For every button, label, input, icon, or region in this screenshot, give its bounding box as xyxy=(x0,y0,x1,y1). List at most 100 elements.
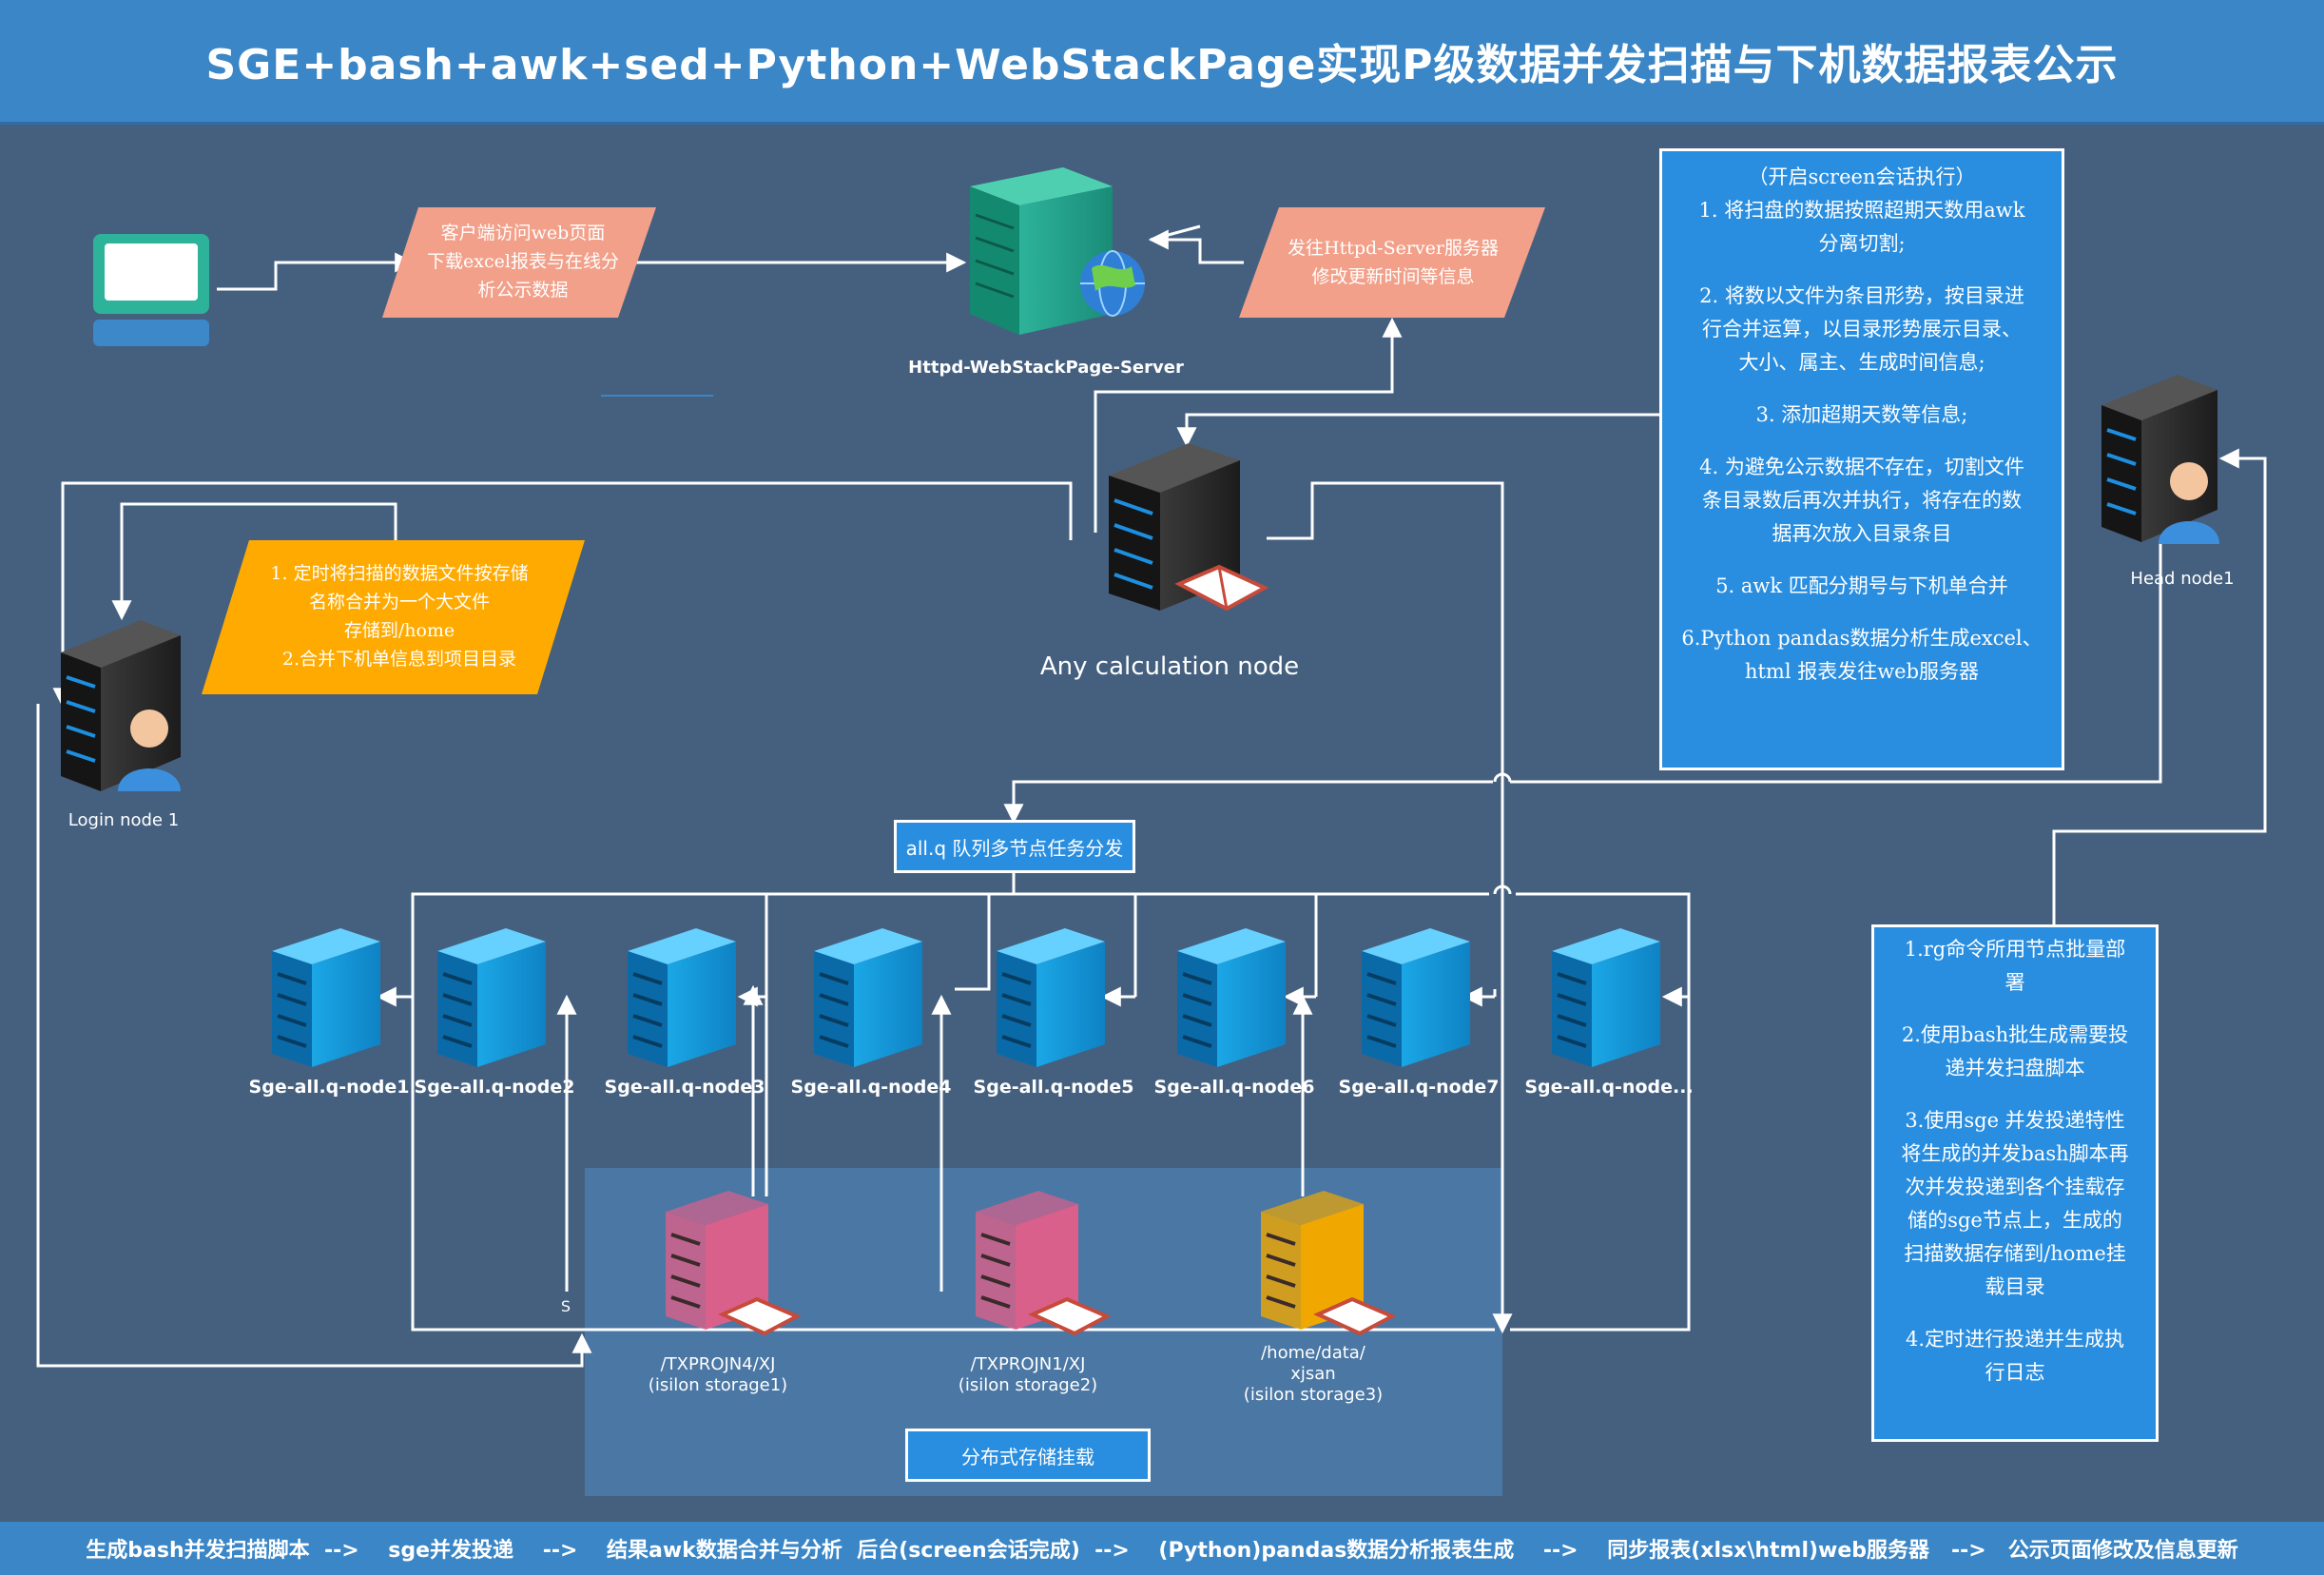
text-line: 载目录 xyxy=(1985,1275,2045,1298)
text-line xyxy=(1675,603,2048,622)
merge-files-box xyxy=(202,540,585,694)
sge-node-label: Sge-all.q-node6 xyxy=(1153,1077,1315,1098)
connector-line xyxy=(955,894,991,991)
storage-label-line: /TXPROJN1/XJ xyxy=(970,1354,1086,1374)
text-line: 递并发扫盘脚本 xyxy=(1945,1057,2085,1079)
text-line: 3.使用sge 并发投递特性 xyxy=(1905,1109,2125,1132)
text-line xyxy=(1886,1085,2144,1104)
connector-line xyxy=(217,252,416,291)
book-icon xyxy=(718,1296,802,1336)
storage-label-line: (isilon storage3) xyxy=(1243,1385,1384,1405)
text-line xyxy=(1675,261,2048,280)
storage-server-icon xyxy=(1261,1191,1364,1330)
text-line: 1. 将扫盘的数据按照超期天数用awk xyxy=(1698,199,2025,222)
rg-deploy-steps: 1.rg命令所用节点批量部署 2.使用bash批生成需要投递并发扫盘脚本 3.使用s… xyxy=(1871,924,2159,1442)
sge-node-label: Sge-all.q-node7 xyxy=(1338,1077,1500,1098)
connectors xyxy=(36,224,2267,1368)
text-line xyxy=(1675,551,2048,570)
s-mark: S xyxy=(559,1297,572,1315)
sge-node-icon xyxy=(437,928,546,1067)
text-line: 3. 添加超期天数等信息; xyxy=(1755,403,1968,426)
text-line: 析公示数据 xyxy=(477,280,569,301)
httpd-server-label: Httpd-WebStackPage-Server xyxy=(908,358,1184,378)
text-line: html 报表发往web服务器 xyxy=(1744,660,1980,683)
text-line: 2. 将数以文件为条目形势，按目录进 xyxy=(1699,284,2024,307)
storage-label: /TXPROJN1/XJ(isilon storage2) xyxy=(928,1354,1128,1396)
text-line: （开启screen会话执行） xyxy=(1748,165,1976,188)
connector-line xyxy=(1267,481,1513,1334)
computer-icon xyxy=(93,234,209,346)
text-line: 4.定时进行投递并生成执 xyxy=(1905,1328,2125,1351)
sge-node-label: Sge-all.q-node3 xyxy=(604,1077,765,1098)
text-line: 次并发投递到各个挂载存 xyxy=(1905,1176,2125,1198)
calculation-node-label: Any calculation node xyxy=(1039,652,1300,681)
text-line xyxy=(1675,432,2048,451)
sge-node-icon xyxy=(1552,928,1660,1067)
storage-label-line: (isilon storage2) xyxy=(958,1375,1098,1395)
text-line: 储的sge节点上，生成的 xyxy=(1908,1209,2122,1232)
connector-line xyxy=(1094,317,1403,533)
storage-server-icon xyxy=(976,1191,1078,1330)
storage-server-icon xyxy=(666,1191,768,1330)
sge-node-icon xyxy=(1362,928,1470,1067)
text-line: 发往Httpd-Server服务器 xyxy=(1288,238,1499,259)
text-line: 1. 定时将扫描的数据文件按存储 xyxy=(270,563,529,584)
storage-label-line: /TXPROJN4/XJ xyxy=(660,1354,776,1374)
storage-label: /home/data/xjsan(isilon storage3) xyxy=(1213,1343,1413,1406)
connector-line xyxy=(111,502,397,621)
user-avatar-icon xyxy=(118,710,181,791)
text-line: 大小、属主、生成时间信息; xyxy=(1738,351,1985,374)
user-avatar-icon xyxy=(2159,462,2219,544)
line-crossover xyxy=(1493,772,1512,783)
connector-line xyxy=(1510,542,2162,784)
sge-node-icon xyxy=(814,928,922,1067)
sge-node-label: Sge-all.q-node1 xyxy=(248,1077,410,1098)
book-icon xyxy=(1174,564,1269,612)
sge-node-label: Sge-all.q-node2 xyxy=(414,1077,575,1098)
sge-node-label: Sge-all.q-node... xyxy=(1524,1077,1694,1098)
text-line: 5. awk 匹配分期号与下机单合并 xyxy=(1715,574,2008,597)
sge-node-icon xyxy=(272,928,380,1067)
storage-label: /TXPROJN4/XJ(isilon storage1) xyxy=(618,1354,818,1396)
text-line: 2.合并下机单信息到项目目录 xyxy=(281,649,517,670)
merge-files-text: 1. 定时将扫描的数据文件按存储名称合并为一个大文件存储到/home 2.合并下机… xyxy=(238,559,561,673)
connector-line xyxy=(36,704,592,1368)
sge-node-label: Sge-all.q-node4 xyxy=(790,1077,952,1098)
text-line: 4. 为避免公示数据不存在，切割文件 xyxy=(1699,456,2024,478)
connector-line xyxy=(1003,780,1493,825)
text-line: 2.使用bash批生成需要投 xyxy=(1901,1023,2129,1046)
sge-node-icon xyxy=(1177,928,1286,1067)
connector-line xyxy=(1510,892,1691,1332)
text-line: 署 xyxy=(2004,971,2025,994)
connector-line xyxy=(1150,224,1201,242)
footer-pipeline: 生成bash并发扫描脚本 --> sge并发投递 --> 结果awk数据合并与分… xyxy=(0,1522,2324,1575)
httpd-server-icon xyxy=(970,167,1113,335)
globe-icon xyxy=(1080,250,1145,317)
line-crossover xyxy=(1493,885,1512,895)
text-line: 存储到/home xyxy=(343,620,455,641)
connector-line xyxy=(2052,448,2267,924)
connector-line xyxy=(52,481,1073,709)
text-line: 据再次放入目录条目 xyxy=(1772,522,1952,545)
text-line: 修改更新时间等信息 xyxy=(1311,266,1475,287)
sge-node-label: Sge-all.q-node5 xyxy=(973,1077,1134,1098)
text-line: 6.Python pandas数据分析生成excel、 xyxy=(1681,627,2043,650)
text-line: 行合并运算，以目录形势展示目录、 xyxy=(1702,318,2022,340)
text-line: 分离切割; xyxy=(1818,232,1906,255)
head-node-icon xyxy=(2101,375,2217,542)
client-access-box xyxy=(382,207,656,318)
text-line: 下载excel报表与在线分 xyxy=(427,251,619,272)
screen-session-steps: （开启screen会话执行） 1. 将扫盘的数据按照超期天数用awk 分离切割; 2.… xyxy=(1659,148,2064,770)
sge-node-icon xyxy=(628,928,736,1067)
text-line: 1.rg命令所用节点批量部 xyxy=(1904,938,2126,961)
text-line xyxy=(1675,379,2048,399)
sge-node-icon xyxy=(997,928,1105,1067)
book-icon xyxy=(1028,1296,1112,1336)
login-node-label: Login node 1 xyxy=(68,810,180,830)
send-update-text: 发往Httpd-Server服务器修改更新时间等信息 xyxy=(1265,234,1521,291)
login-node-icon xyxy=(61,620,181,791)
text-line: 名称合并为一个大文件 xyxy=(308,592,490,612)
client-access-text: 客户端访问web页面下载excel报表与在线分析公示数据 xyxy=(409,219,637,304)
distributed-storage-box: 分布式存储挂载 xyxy=(905,1429,1151,1482)
